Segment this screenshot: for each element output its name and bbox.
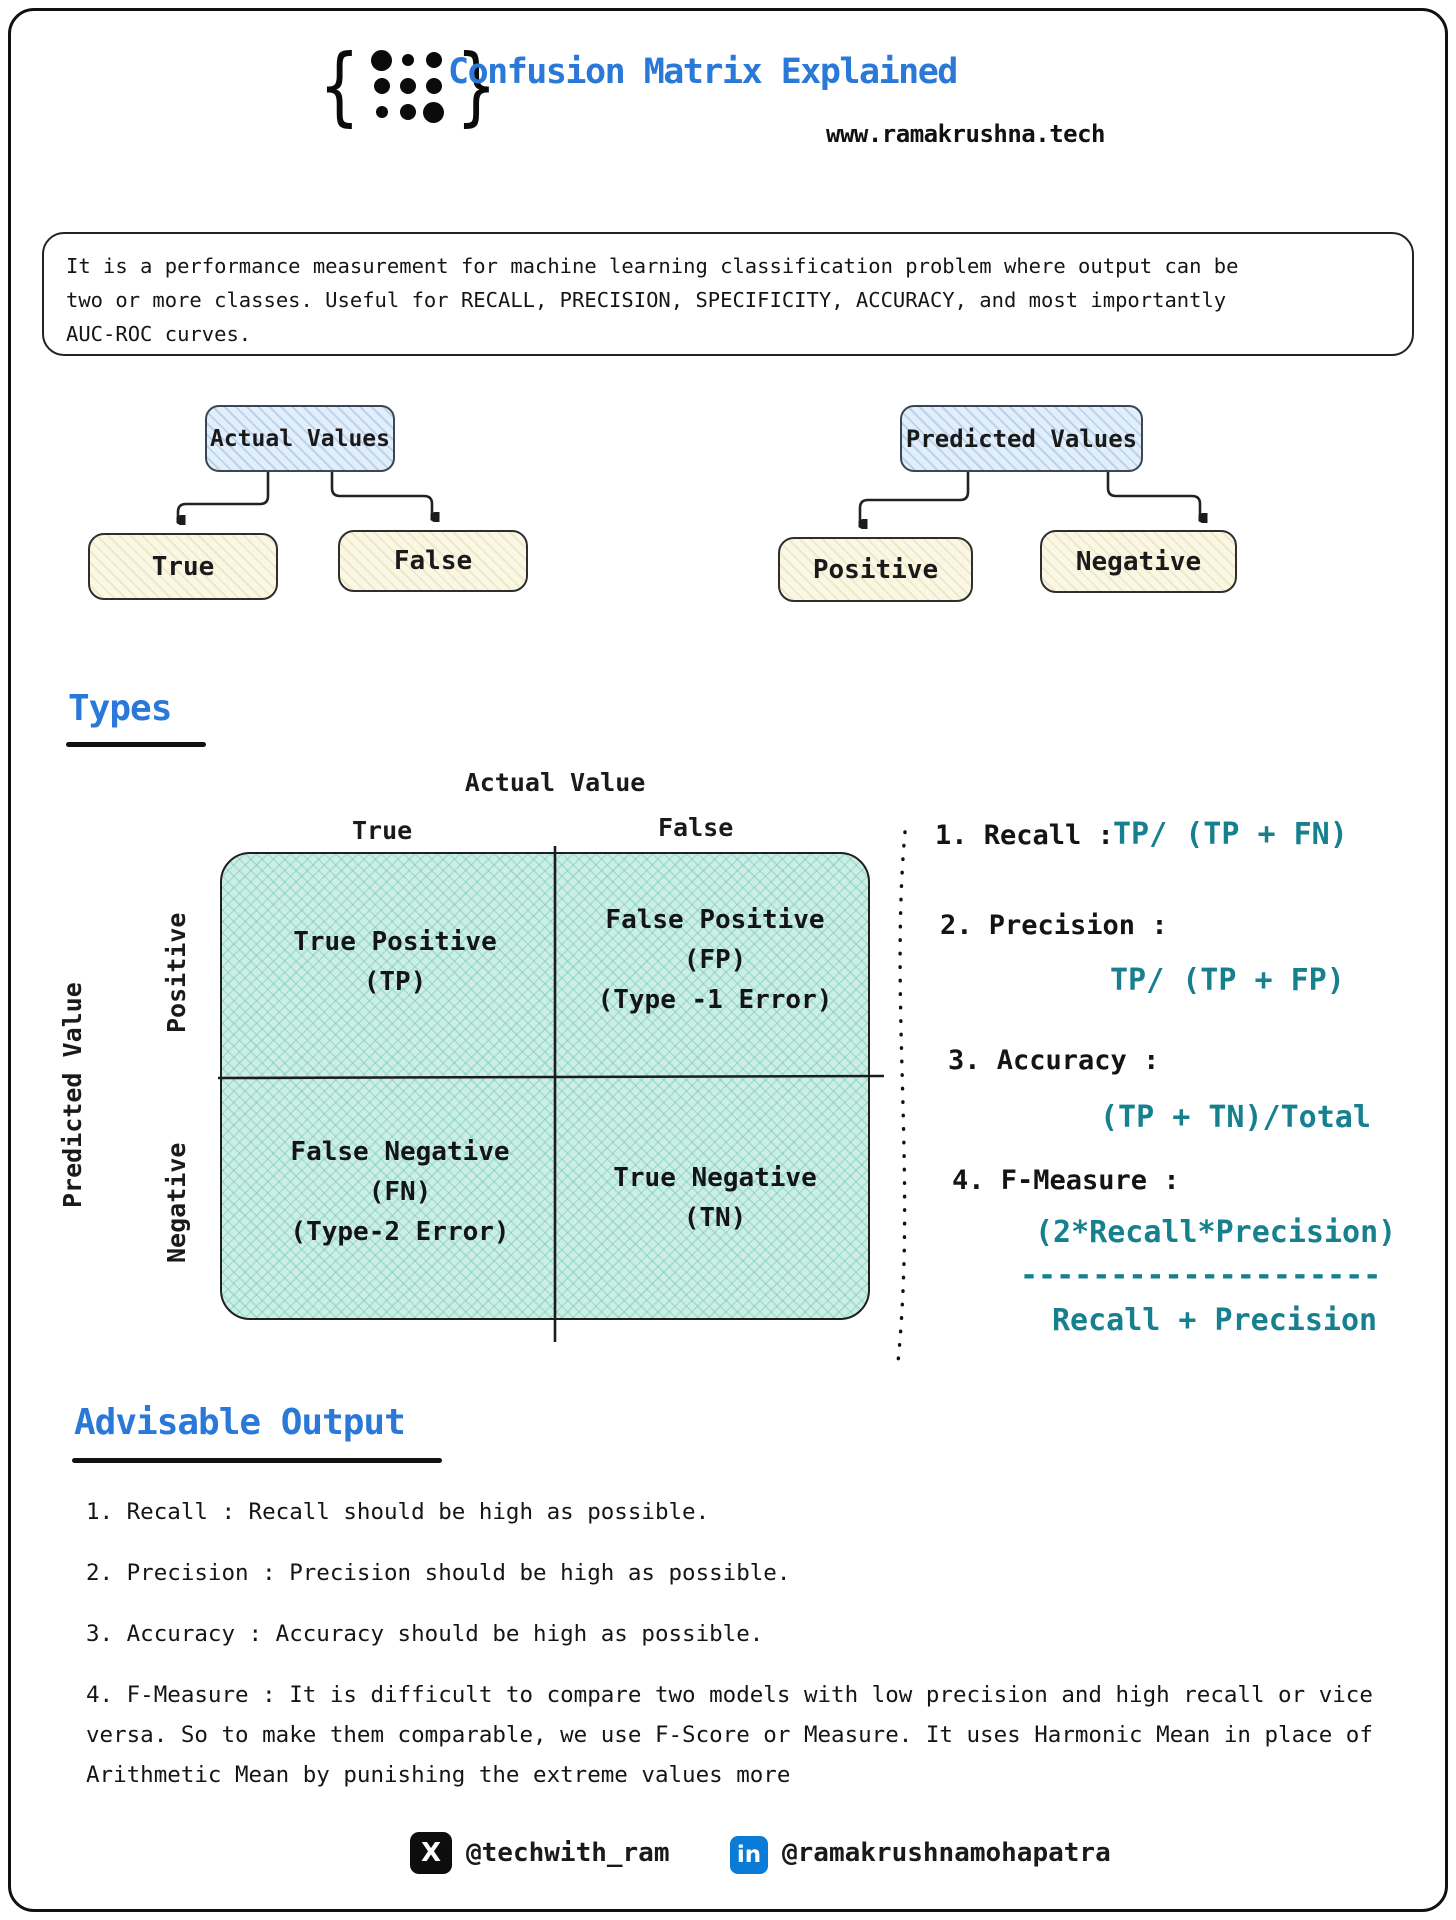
false-node: False xyxy=(338,530,528,592)
recall-label: 1. Recall : xyxy=(935,820,1114,851)
arrow-actual-false xyxy=(330,472,432,517)
precision-label: 2. Precision : xyxy=(940,910,1168,941)
predicted-values-node: Predicted Values xyxy=(900,405,1143,472)
logo-brace-left: { xyxy=(318,36,360,136)
cell-true-positive: True Positive (TP) xyxy=(293,927,497,997)
linkedin-icon[interactable]: in xyxy=(730,1836,768,1874)
footer: X @techwith_ram in @ramakrushnamohapatra xyxy=(0,1830,1456,1886)
precision-formula: TP/ (TP + FP) xyxy=(1110,963,1345,998)
types-underline xyxy=(66,742,206,747)
advisable-item-precision: 2. Precision : Precision should be high … xyxy=(86,1560,791,1586)
advisable-item-accuracy: 3. Accuracy : Accuracy should be high as… xyxy=(86,1621,764,1647)
arrow-predicted-positive xyxy=(860,472,970,524)
accuracy-formula: (TP + TN)/Total xyxy=(1100,1100,1371,1135)
matrix-top-axis-label: Actual Value xyxy=(464,768,646,797)
confusion-matrix-section: Actual Value True False Predicted Value … xyxy=(0,760,1456,1390)
page-title: Confusion Matrix Explained xyxy=(448,52,958,92)
arrow-predicted-negative xyxy=(1106,472,1200,518)
cell-true-negative: True Negative (TN) xyxy=(613,1163,817,1233)
accuracy-label: 3. Accuracy : xyxy=(948,1045,1160,1076)
twitter-handle[interactable]: @techwith_ram xyxy=(466,1838,670,1868)
fmeasure-label: 4. F-Measure : xyxy=(952,1165,1180,1196)
matrix-col-label-false: False xyxy=(658,813,734,842)
negative-node: Negative xyxy=(1040,530,1237,593)
matrix-col-label-true: True xyxy=(352,816,413,845)
website-link[interactable]: www.ramakrushna.tech xyxy=(826,120,1105,148)
advisable-output-heading: Advisable Output xyxy=(74,1402,406,1443)
advisable-output-underline xyxy=(72,1458,442,1463)
twitter-x-icon[interactable]: X xyxy=(410,1832,452,1874)
cell-false-negative: False Negative (FN) (Type-2 Error) xyxy=(290,1137,510,1247)
cell-false-positive: False Positive (FP) (Type -1 Error) xyxy=(597,905,833,1015)
fmeasure-numerator: (2*Recall*Precision) xyxy=(1035,1215,1397,1250)
advisable-item-recall: 1. Recall : Recall should be high as pos… xyxy=(86,1499,710,1525)
linkedin-handle[interactable]: @ramakrushnamohapatra xyxy=(782,1838,1111,1868)
advisable-item-fmeasure: 4. F-Measure : It is difficult to compar… xyxy=(86,1682,1373,1788)
flow-arrows xyxy=(0,472,1456,630)
matrix-horizontal-divider xyxy=(217,1074,885,1080)
types-heading: Types xyxy=(68,688,172,729)
intro-callout-box: It is a performance measurement for mach… xyxy=(42,232,1414,356)
arrow-actual-true xyxy=(178,472,270,520)
fmeasure-denominator: Recall + Precision xyxy=(1052,1303,1378,1338)
logo-dot-grid-icon xyxy=(369,47,447,125)
positive-node: Positive xyxy=(778,537,973,602)
advisable-output-list: 1. Recall : Recall should be high as pos… xyxy=(86,1492,1422,1816)
dotted-section-divider xyxy=(896,830,907,1364)
fmeasure-fraction-bar: -------------------- xyxy=(1020,1258,1382,1293)
recall-formula: TP/ (TP + FN) xyxy=(1113,817,1348,852)
brand-logo-icon: { } xyxy=(312,38,503,134)
logo-brace-right: } xyxy=(455,36,497,136)
matrix-lines xyxy=(217,830,907,1364)
actual-values-node: Actual Values xyxy=(205,405,395,472)
intro-text: It is a performance measurement for mach… xyxy=(66,254,1239,346)
values-flowcharts: Actual Values True False Predicted Value… xyxy=(0,390,1456,630)
true-node: True xyxy=(88,533,278,600)
confusion-matrix-grid xyxy=(220,852,870,1320)
